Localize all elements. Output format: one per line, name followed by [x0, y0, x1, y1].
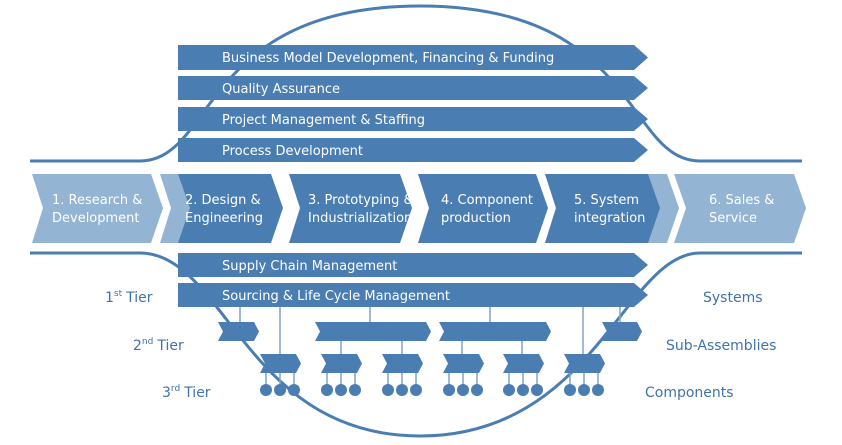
component-dot: [274, 384, 286, 396]
tier-2-chevron: [315, 322, 431, 341]
supplier-tree: [218, 307, 642, 396]
tier-3-chevron: [321, 354, 362, 373]
component-dot: [410, 384, 422, 396]
process-step-label: Service: [709, 211, 757, 226]
process-step-5: [545, 174, 660, 243]
component-dot: [382, 384, 394, 396]
tier-2-chevron: [439, 322, 551, 341]
component-dot: [443, 384, 455, 396]
process-step-6: [674, 174, 806, 243]
component-dot: [457, 384, 469, 396]
process-step-label: Development: [52, 211, 140, 226]
tier-2-chevron: [218, 322, 259, 341]
component-dot: [260, 384, 272, 396]
bottom-bar-label: Supply Chain Management: [222, 259, 397, 274]
process-step-label: Industrialization: [308, 211, 412, 226]
component-dot: [578, 384, 590, 396]
top-bar-label: Business Model Development, Financing & …: [222, 51, 554, 66]
top-bar: Process Development: [178, 138, 648, 162]
component-dot: [349, 384, 361, 396]
process-step-2-overlap: [160, 174, 191, 243]
top-bar-label: Project Management & Staffing: [222, 113, 425, 128]
process-step-label: 2. Design &: [185, 193, 261, 208]
component-dot: [592, 384, 604, 396]
component-dot: [396, 384, 408, 396]
bottom-bar: [178, 283, 648, 307]
top-bar-label: Process Development: [222, 144, 363, 159]
component-dot: [471, 384, 483, 396]
component-dot: [321, 384, 333, 396]
component-dot: [288, 384, 300, 396]
process-step-label: 3. Prototyping &: [308, 193, 414, 208]
tier-3-chevron: [443, 354, 484, 373]
component-dot: [531, 384, 543, 396]
process-step-label: 5. System: [574, 193, 639, 208]
top-bar: Business Model Development, Financing & …: [178, 45, 648, 70]
process-step-4: [418, 174, 548, 243]
top-bar-label: Quality Assurance: [222, 82, 340, 97]
process-steps: 1. Research & Development 2. Design & En…: [32, 174, 806, 243]
component-dot: [564, 384, 576, 396]
bottom-bar: [178, 253, 648, 277]
process-step-label: 4. Component: [441, 193, 533, 208]
process-step-2: [178, 174, 283, 243]
process-step-1: [32, 174, 163, 243]
process-step-label: 1. Research &: [52, 193, 142, 208]
tier-3-chevron: [382, 354, 423, 373]
tier-3-chevron: [503, 354, 544, 373]
tier-3-chevron: [260, 354, 301, 373]
tier-2-chevron: [602, 322, 642, 341]
process-step-label: Engineering: [185, 211, 263, 226]
top-bar: Project Management & Staffing: [178, 107, 648, 131]
component-dot: [335, 384, 347, 396]
component-dot: [517, 384, 529, 396]
bottom-bar-label: Sourcing & Life Cycle Management: [222, 289, 450, 304]
process-step-3: [289, 174, 412, 243]
process-step-label: production: [441, 211, 511, 226]
component-dot: [503, 384, 515, 396]
process-step-label: integration: [574, 211, 645, 226]
level-components-label: Components: [645, 385, 734, 401]
level-sub-assemblies-label: Sub-Assemblies: [666, 338, 776, 354]
bottom-bars: Supply Chain Management Sourcing & Life …: [178, 253, 648, 307]
top-bars: Business Model Development, Financing & …: [178, 45, 648, 162]
tier-3-chevron: [564, 354, 605, 373]
top-bar: Quality Assurance: [178, 76, 648, 100]
level-systems-label: Systems: [703, 290, 763, 306]
process-step-label: 6. Sales &: [709, 193, 774, 208]
